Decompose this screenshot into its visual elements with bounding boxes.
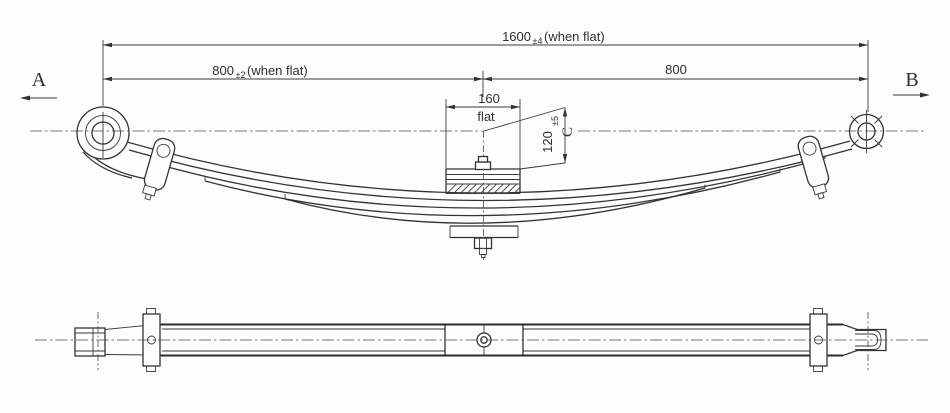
center-bolt-head	[474, 161, 492, 171]
rebound-clip-left	[142, 137, 176, 201]
view-letter-a: A	[32, 69, 47, 91]
leaf-4	[284, 187, 706, 224]
dim-camber-value: 120	[540, 131, 555, 153]
right-spring-eye	[848, 110, 885, 153]
view-arrow-a-head	[20, 95, 30, 101]
view-label-a: A	[20, 69, 57, 101]
leaf-1-top-edge	[126, 140, 851, 194]
center-bolt-thread-stub	[479, 248, 487, 255]
dim-left-half-value: 800	[212, 63, 234, 78]
clip-left-band	[143, 137, 176, 191]
dim-right-half-value: 800	[665, 62, 687, 77]
pad-hatch	[446, 183, 521, 194]
plan-view	[35, 308, 928, 372]
clip-left-bolt-tip	[144, 193, 152, 201]
dim-seat-note: flat	[477, 109, 495, 124]
dimension-texts: 1600 ±4 (when flat) 800 ±2 (when flat) 8…	[212, 29, 687, 153]
clip-right-bolt-tip	[817, 192, 825, 200]
center-bolt-thread-tip	[481, 254, 486, 258]
leaf-3	[204, 171, 781, 217]
view-letter-b: B	[905, 69, 918, 91]
dim-left-half-note: (when flat)	[247, 63, 308, 78]
camber-projection-top	[483, 107, 566, 132]
dim-overall-tolerance: ±4	[533, 36, 543, 46]
leaf-2	[152, 157, 826, 209]
left-eye-wrap-tail-1	[94, 157, 153, 181]
left-eye-outer-wrap	[76, 106, 130, 160]
leaf-1-bottom-edge	[128, 148, 853, 202]
camber-projection-bottom	[519, 162, 566, 170]
left-eye-wrap-tail-2	[82, 151, 133, 179]
center-seat-pad	[445, 155, 521, 194]
plan-left-eye-tube	[74, 327, 106, 357]
leaf-stack	[126, 140, 853, 224]
right-eye-diagonal-ticks	[850, 115, 883, 148]
camber-ref-letter: C	[560, 127, 576, 137]
clip-right-rivet	[802, 141, 817, 156]
dim-left-half-tolerance: ±2	[236, 70, 246, 80]
center-bolt-head-top	[477, 155, 489, 163]
plan-right-eye	[855, 312, 882, 370]
dim-camber-tolerance: ±5	[550, 116, 560, 126]
center-bolt-nut	[473, 237, 493, 250]
dim-seat-value: 160	[478, 91, 500, 106]
view-label-b: B	[893, 69, 930, 98]
center-bottom-plate-and-nut	[449, 225, 519, 258]
dim-overall-note: (when flat)	[544, 29, 605, 44]
dimension-lines	[102, 40, 869, 170]
left-spring-eye	[76, 106, 153, 181]
dim-overall-value: 1600	[502, 29, 531, 44]
view-arrow-b-head	[920, 92, 930, 98]
plan-left-eye	[74, 312, 106, 370]
side-view: 1600 ±4 (when flat) 800 ±2 (when flat) 8…	[20, 29, 930, 260]
clip-left-rivet	[156, 143, 171, 158]
rebound-clip-right	[797, 135, 830, 200]
